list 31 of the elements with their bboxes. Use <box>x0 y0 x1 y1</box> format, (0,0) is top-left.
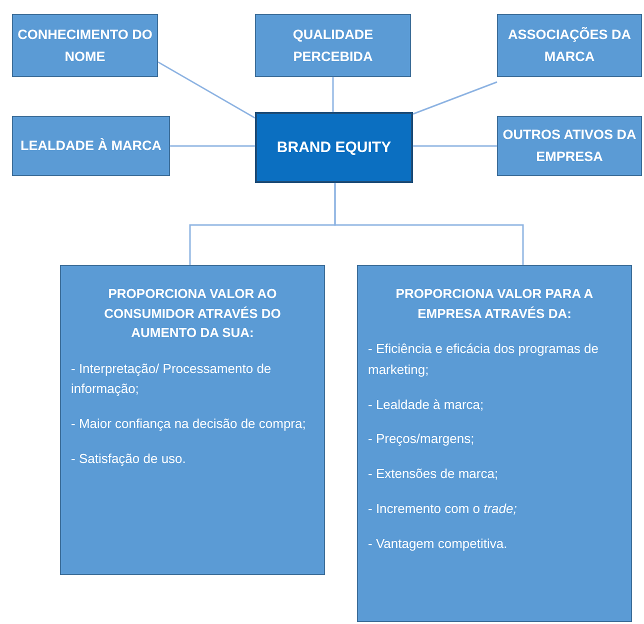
panel-heading: PROPORCIONA VALOR PARA A EMPRESA ATRAVÉS DA: <box>394 285 594 322</box>
text-panel <box>60 265 325 575</box>
text-panel <box>357 265 632 622</box>
bullet-item: - Maior confiança na decisão de compra; <box>71 415 307 434</box>
concept-box <box>255 14 411 77</box>
connector-line <box>158 61 256 119</box>
connector-line <box>332 77 334 112</box>
bullet-item: - Lealdade à marca; <box>368 396 485 414</box>
box-label: QUALIDADE PERCEBIDA <box>292 26 374 66</box>
connector-line <box>413 145 497 147</box>
connector-line <box>334 183 524 265</box>
box-label: OUTROS ATIVOS DA EMPRESA <box>502 126 637 166</box>
connector-line <box>170 145 255 147</box>
concept-box <box>497 14 642 77</box>
box-label: BRAND EQUITY <box>276 138 392 158</box>
bullet-item: - Eficiência e eficácia dos programas de marketing; <box>368 340 600 379</box>
bullet-item: - Vantagem competitiva. <box>368 534 508 553</box>
connector-line <box>412 81 498 115</box>
concept-box <box>497 116 642 176</box>
bullet-item: - Incremento com o trade; <box>368 500 518 518</box>
concept-box <box>12 116 170 176</box>
box-label: LEALDADE À MARCA <box>20 137 162 156</box>
concept-box <box>12 14 158 77</box>
bullet-item: - Preços/margens; <box>368 430 476 448</box>
bullet-item: - Satisfação de uso. <box>71 450 187 468</box>
bullet-item: - Extensões de marca; <box>368 465 500 484</box>
box-label: ASSOCIAÇÕES DA MARCA <box>506 26 632 66</box>
panel-heading: PROPORCIONA VALOR AO CONSUMIDOR ATRAVÉS DO AUMENTO DA SUA: <box>103 285 282 342</box>
box-label: CONHECIMENTO DO NOME <box>17 26 153 66</box>
bullet-item: - Interpretação/ Processamento de informação; <box>71 360 272 398</box>
central-box <box>255 112 413 183</box>
